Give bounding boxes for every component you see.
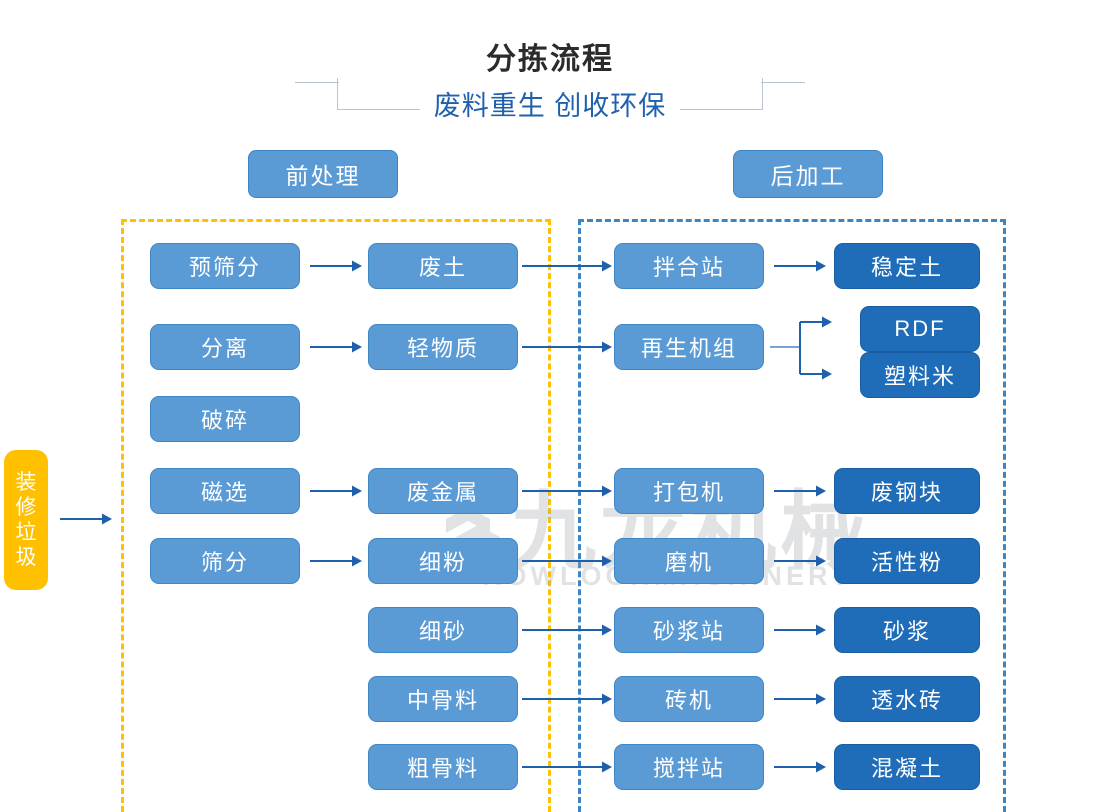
node-mortar-station[interactable]: 砂浆站 xyxy=(614,607,764,653)
node-fine-sand[interactable]: 细砂 xyxy=(368,607,518,653)
node-label: 稳定土 xyxy=(870,255,943,280)
group-border-post-processing xyxy=(578,219,1006,812)
node-magnetic-separation[interactable]: 磁选 xyxy=(150,468,300,514)
node-label: 废钢块 xyxy=(870,480,943,505)
node-permeable-brick[interactable]: 透水砖 xyxy=(834,676,980,722)
node-mixing-station[interactable]: 拌合站 xyxy=(614,243,764,289)
arrow-pre-screening-to-waste-soil xyxy=(310,259,362,273)
node-plastic-pellets[interactable]: 塑料米 xyxy=(860,352,980,398)
node-label: 废金属 xyxy=(406,480,479,505)
arrow-fine-powder-to-mill xyxy=(522,554,612,568)
arrow-separation-to-light-material xyxy=(310,340,362,354)
node-label: 废土 xyxy=(418,255,467,280)
page-subtitle-text: 废料重生 创收环保 xyxy=(419,91,681,121)
node-separation[interactable]: 分离 xyxy=(150,324,300,370)
node-label: 透水砖 xyxy=(870,688,943,713)
node-concrete[interactable]: 混凝土 xyxy=(834,744,980,790)
node-active-powder[interactable]: 活性粉 xyxy=(834,538,980,584)
arrow-screening-to-fine-powder xyxy=(310,554,362,568)
node-light-material[interactable]: 轻物质 xyxy=(368,324,518,370)
arrow-mixing-station-to-stabilized-soil xyxy=(774,259,826,273)
arrow-brick-machine-to-permeable-brick xyxy=(774,692,826,706)
section-label-pre-processing: 前处理 xyxy=(248,150,398,198)
input-node-label: 装修垃圾 xyxy=(15,471,37,569)
node-mixing-plant[interactable]: 搅拌站 xyxy=(614,744,764,790)
node-waste-soil[interactable]: 废土 xyxy=(368,243,518,289)
page-subtitle: 废料重生 创收环保 xyxy=(0,84,1100,123)
node-label: 砂浆站 xyxy=(652,619,725,644)
arrow-coarse-aggregate-to-mixing-plant xyxy=(522,760,612,774)
arrow-fine-sand-to-mortar-station xyxy=(522,623,612,637)
node-label: 轻物质 xyxy=(406,336,479,361)
node-medium-aggregate[interactable]: 中骨料 xyxy=(368,676,518,722)
node-label: 破碎 xyxy=(200,408,249,433)
page-title: 分拣流程 xyxy=(0,34,1100,78)
node-label: 细粉 xyxy=(418,550,467,575)
node-label: 砖机 xyxy=(664,688,713,713)
page-title-text: 分拣流程 xyxy=(472,43,628,76)
page-header: 分拣流程 废料重生 创收环保 xyxy=(0,0,1100,140)
node-label: 混凝土 xyxy=(870,756,943,781)
arrow-light-material-to-recycling-unit xyxy=(522,340,612,354)
node-label: 预筛分 xyxy=(188,255,261,280)
node-rdf[interactable]: RDF xyxy=(860,306,980,352)
node-label: 塑料米 xyxy=(883,364,956,389)
node-mortar[interactable]: 砂浆 xyxy=(834,607,980,653)
node-label: 分离 xyxy=(200,336,249,361)
section-label-post-processing: 后加工 xyxy=(733,150,883,198)
group-border-pre-processing xyxy=(121,219,551,812)
node-label: 细砂 xyxy=(418,619,467,644)
arrow-baler-to-scrap-steel xyxy=(774,484,826,498)
header-rule-right xyxy=(761,82,805,83)
arrow-mill-to-active-powder xyxy=(774,554,826,568)
node-fine-powder[interactable]: 细粉 xyxy=(368,538,518,584)
node-label: RDF xyxy=(894,316,946,341)
node-coarse-aggregate[interactable]: 粗骨料 xyxy=(368,744,518,790)
node-label: 磁选 xyxy=(200,480,249,505)
node-label: 砂浆 xyxy=(882,619,931,644)
node-label: 中骨料 xyxy=(406,688,479,713)
arrow-mixing-plant-to-concrete xyxy=(774,760,826,774)
node-stabilized-soil[interactable]: 稳定土 xyxy=(834,243,980,289)
section-label-text: 前处理 xyxy=(285,163,361,189)
node-pre-screening[interactable]: 预筛分 xyxy=(150,243,300,289)
node-label: 打包机 xyxy=(652,480,725,505)
node-label: 筛分 xyxy=(200,550,249,575)
node-label: 粗骨料 xyxy=(406,756,479,781)
arrow-scrap-metal-to-baler xyxy=(522,484,612,498)
node-scrap-metal[interactable]: 废金属 xyxy=(368,468,518,514)
node-scrap-steel[interactable]: 废钢块 xyxy=(834,468,980,514)
node-label: 磨机 xyxy=(664,550,713,575)
node-crushing[interactable]: 破碎 xyxy=(150,396,300,442)
node-label: 搅拌站 xyxy=(652,756,725,781)
arrow-input-to-pre xyxy=(60,512,112,526)
connector-recycling-unit-split xyxy=(770,316,840,392)
arrow-waste-soil-to-mixing-station xyxy=(522,259,612,273)
node-baler[interactable]: 打包机 xyxy=(614,468,764,514)
arrow-magnetic-to-scrap-metal xyxy=(310,484,362,498)
node-recycling-unit[interactable]: 再生机组 xyxy=(614,324,764,370)
arrow-medium-aggregate-to-brick-machine xyxy=(522,692,612,706)
node-mill[interactable]: 磨机 xyxy=(614,538,764,584)
node-label: 再生机组 xyxy=(640,336,737,361)
node-label: 拌合站 xyxy=(652,255,725,280)
node-label: 活性粉 xyxy=(870,550,943,575)
input-node-decoration-waste[interactable]: 装修垃圾 xyxy=(4,450,48,590)
section-label-text: 后加工 xyxy=(770,163,846,189)
node-brick-machine[interactable]: 砖机 xyxy=(614,676,764,722)
arrow-mortar-station-to-mortar xyxy=(774,623,826,637)
node-screening[interactable]: 筛分 xyxy=(150,538,300,584)
header-rule-left xyxy=(295,82,339,83)
